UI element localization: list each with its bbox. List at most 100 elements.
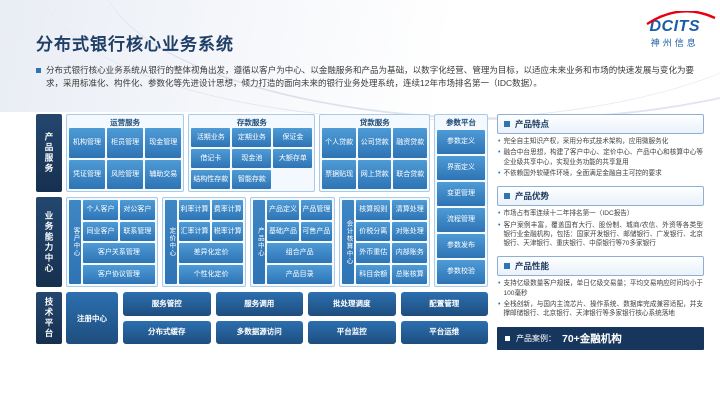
group-title: 贷款服务 — [359, 118, 390, 127]
center-pricing: 定价中心 利率计算 费率计算 汇率计算 税率计算 差异化定价 个性化定价 — [161, 197, 247, 287]
module-chip: 内部账务 — [392, 243, 427, 263]
bullet-item: • 融合中台思想，构建了客户中心、定价中心、产品中心和核算中心等企业级共享中心，… — [498, 148, 703, 166]
module-chip: 现金池 — [232, 149, 272, 168]
logo-text: DCITS — [649, 18, 700, 35]
bullet-text: 客户案例丰富，覆盖国有大行、股份制、城商/农信、外资等各类型银行业金融机构，包括… — [503, 221, 703, 248]
layer-product-services: 产品服务 — [36, 114, 62, 192]
module-chip: 汇率计算 — [178, 221, 211, 241]
module-chip: 活期业务 — [191, 128, 231, 147]
bullet-item: • 市场占有率连续十二年排名第一（IDC报告） — [498, 209, 703, 218]
square-bullet-icon — [504, 193, 510, 200]
module-chip: 客户关系管理 — [83, 243, 155, 263]
module-chip: 客户协议管理 — [83, 264, 155, 284]
section-product-advantages: 产品优势 • 市场占有率连续十二年排名第一（IDC报告） • 客户案例丰富，覆盖… — [497, 186, 704, 251]
section-header: 产品优势 — [497, 186, 704, 207]
module-chip: 网上贷款 — [357, 159, 392, 189]
module-chip: 对公客户 — [119, 200, 155, 220]
bullet-item: • 客户案例丰富，覆盖国有大行、股份制、城商/农信、外资等各类型银行业金融机构，… — [498, 221, 703, 249]
intro-text: 分布式银行核心业务系统从银行的整体视角出发，遵循以客户为中心、以金融服务和产品为… — [46, 65, 694, 89]
module-chip: 参数发布 — [437, 234, 485, 258]
logo-swoosh-icon — [645, 11, 716, 25]
platform-chip: 批处理调度 — [308, 292, 396, 316]
product-case-bar: 产品案例： 70+金融机构 — [497, 327, 704, 351]
param-platform-column: 参数平台 参数定义 界面定义 变更管理 流程管理 参数发布 参数校验 — [434, 114, 488, 287]
platform-chip: 配置管理 — [400, 292, 488, 316]
section-title: 产品特点 — [515, 119, 550, 129]
intro-paragraph: 分布式银行核心业务系统从银行的整体视角出发，遵循以客户为中心、以金融服务和产品为… — [36, 64, 694, 90]
group-loan-services: 贷款服务 个人贷款 公司贷款 融资贷款 票据贴现 网上贷款 联合贷款 — [319, 114, 430, 192]
module-chip: 税率计算 — [212, 221, 244, 241]
module-chip: 智能存款 — [232, 170, 272, 189]
bullet-item: • 不依赖国外软硬件环境，全面满足金融自主可控的要求 — [498, 169, 703, 178]
module-chip: 总账核算 — [392, 264, 427, 284]
module-chip: 结构性存款 — [191, 170, 231, 189]
module-chip: 大额存单 — [273, 149, 313, 168]
module-chip: 个人贷款 — [322, 128, 356, 158]
module-chip: 科目余额 — [355, 264, 391, 284]
module-chip: 现金管理 — [145, 128, 182, 158]
bullet-text: 完全自主知识产权，采用分布式技术架构，应用微服务化 — [503, 138, 669, 145]
module-chip: 产品目录 — [267, 264, 332, 284]
layer-labels: 产品服务 业务能力中心 技术平台 — [36, 114, 62, 344]
group-operation-services: 运营服务 机构管理 柜员管理 现金管理 凭证管理 风险管理 辅助交易 — [66, 114, 185, 192]
platform-chip: 服务调用 — [215, 292, 303, 316]
group-title: 参数平台 — [446, 118, 476, 127]
group-title: 运营服务 — [110, 118, 141, 127]
module-chip: 核算规则 — [355, 200, 391, 220]
module-chip: 组合产品 — [267, 243, 332, 263]
platform-chip: 分布式缓存 — [123, 320, 211, 344]
module-chip: 个人客户 — [83, 200, 118, 220]
section-header: 产品性能 — [497, 256, 704, 277]
module-chip: 保证金 — [273, 128, 313, 147]
group-title: 存款服务 — [236, 118, 267, 127]
center-customer: 客户中心 个人客户 对公客户 同业客户 联系管理 客户关系管理 客户协议管理 — [66, 197, 158, 287]
platform-chip: 平台监控 — [308, 320, 396, 344]
section-title: 产品优势 — [515, 191, 550, 202]
product-services-row: 运营服务 机构管理 柜员管理 现金管理 凭证管理 风险管理 辅助交易 — [66, 114, 430, 192]
module-chip: 可售产品 — [300, 221, 332, 241]
module-chip: 柜员管理 — [107, 128, 144, 158]
module-chip: 借记卡 — [191, 149, 231, 168]
bullet-text: 市场占有率连续十二年排名第一（IDC报告） — [503, 210, 634, 218]
module-chip: 基础产品 — [267, 221, 299, 241]
square-bullet-icon — [504, 263, 510, 270]
module-chip: 联系管理 — [119, 221, 155, 241]
dot-bullet-icon: • — [498, 138, 501, 145]
module-chip: 费率计算 — [212, 200, 244, 220]
center-accounting: 会计核算中心 核算规则 清算处理 价税分离 对账处理 外币重估 内部账务 科目余… — [338, 197, 430, 287]
bullet-text: 全栈创新，与国内主流芯片、操作系统、数据库完成兼容适配，并支撑邮储银行、北京银行… — [503, 300, 703, 318]
dcits-logo: DCITS 神州信息 — [645, 11, 716, 49]
center-label: 产品中心 — [253, 200, 266, 284]
module-chip: 对账处理 — [392, 221, 427, 241]
module-chip: 联合贷款 — [393, 159, 427, 189]
module-chip: 参数定义 — [437, 130, 485, 154]
square-bullet-icon — [36, 68, 41, 73]
module-chip: 融资贷款 — [393, 128, 427, 158]
module-chip: 变更管理 — [437, 182, 485, 206]
platform-chip: 平台运维 — [400, 320, 488, 344]
center-label: 会计核算中心 — [341, 200, 354, 284]
module-chip: 风险管理 — [107, 159, 144, 189]
logo-subtitle: 神州信息 — [650, 38, 699, 48]
bullet-item: • 完全自主知识产权，采用分布式技术架构，应用微服务化 — [498, 137, 703, 146]
module-chip: 同业客户 — [83, 221, 118, 241]
platform-chip: 服务管控 — [123, 292, 211, 316]
bullet-text: 融合中台思想，构建了客户中心、定价中心、产品中心和核算中心等企业级共享中心，实现… — [503, 149, 703, 166]
center-label: 客户中心 — [69, 200, 81, 284]
section-header: 产品特点 — [497, 114, 704, 134]
module-chip: 个性化定价 — [178, 264, 244, 284]
section-product-features: 产品特点 • 完全自主知识产权，采用分布式技术架构，应用微服务化 • 融合中台思… — [497, 114, 704, 181]
module-chip: 辅助交易 — [145, 159, 182, 189]
module-chip: 产品定义 — [267, 200, 299, 220]
module-chip: 票据贴现 — [322, 159, 356, 189]
module-chip: 价税分离 — [355, 221, 391, 241]
module-chip: 定期业务 — [232, 128, 272, 147]
dot-bullet-icon: • — [498, 149, 501, 157]
bullet-text: 不依赖国外软硬件环境，全面满足金融自主可控的要求 — [503, 169, 662, 177]
module-chip: 外币重估 — [355, 243, 391, 263]
module-chip: 公司贷款 — [357, 128, 392, 158]
module-chip: 清算处理 — [392, 200, 427, 220]
dot-bullet-icon: • — [498, 210, 501, 218]
page-title: 分布式银行核心业务系统 — [36, 35, 234, 54]
